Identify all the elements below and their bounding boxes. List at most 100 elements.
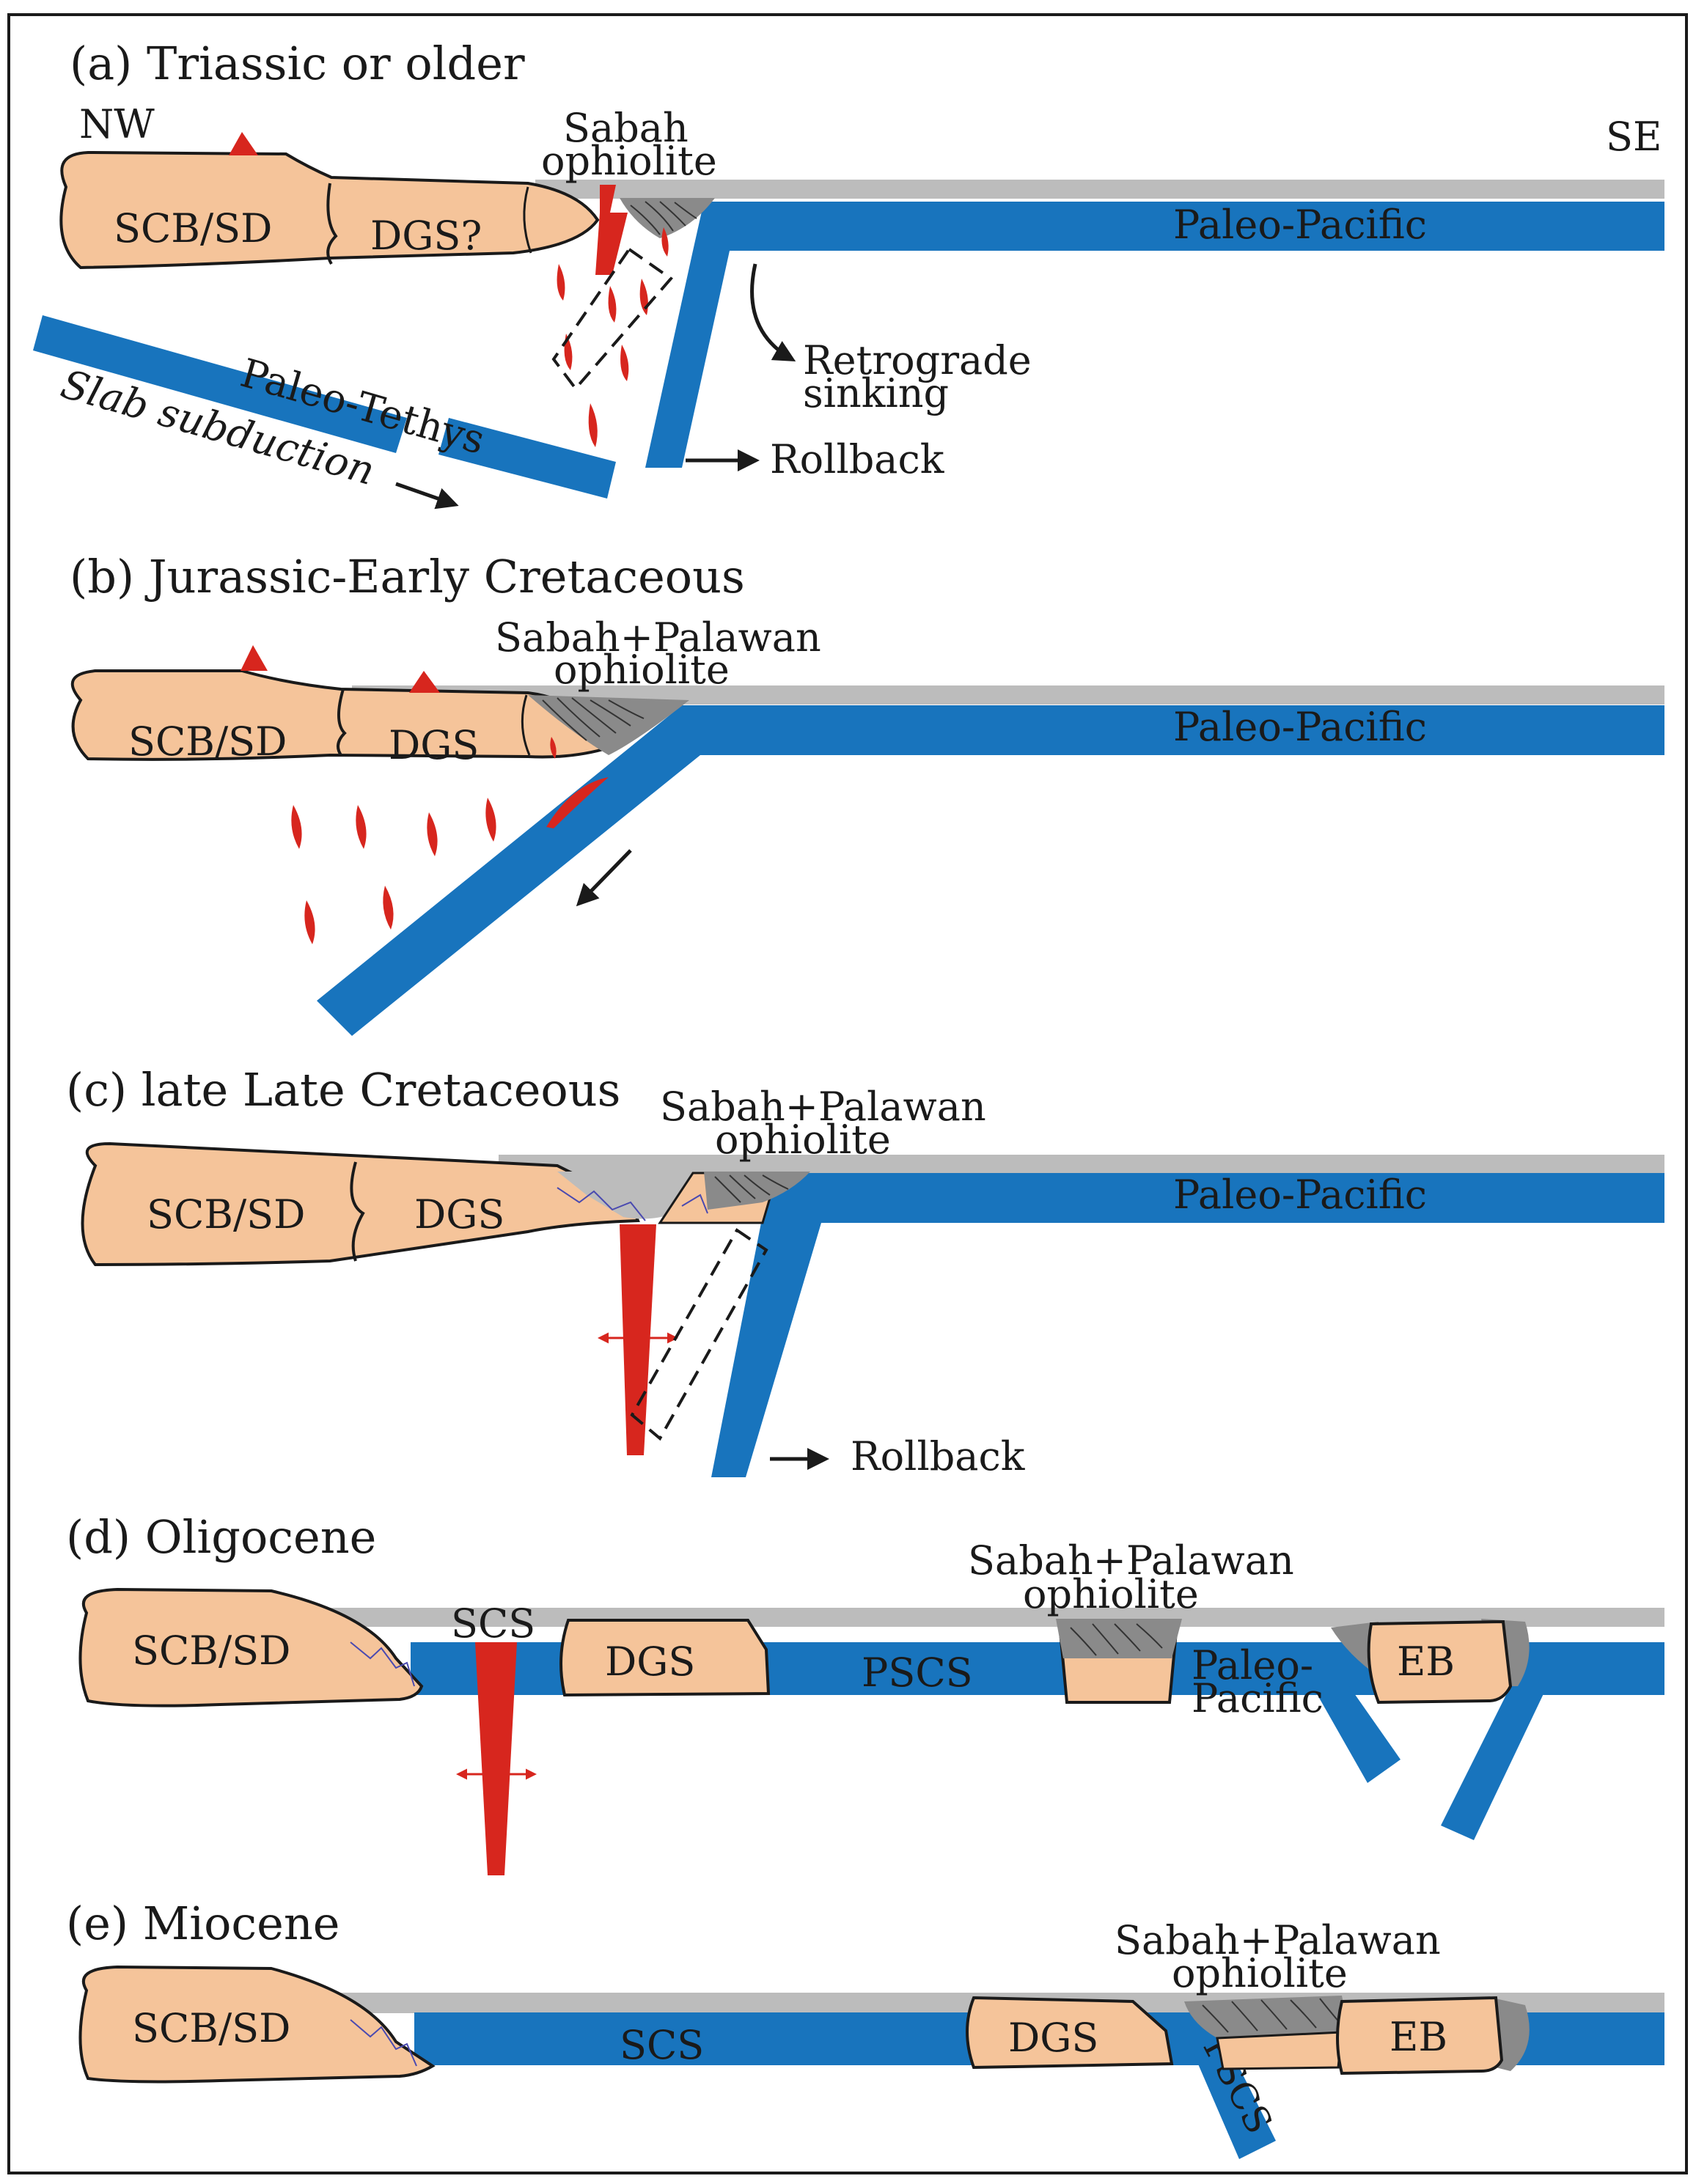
pscs-label: PSCS	[862, 1650, 973, 1696]
magma-conduit	[475, 1642, 517, 1875]
ophiolite-body	[1056, 1619, 1182, 1658]
eb-label: EB	[1397, 1639, 1455, 1685]
paleo-tethys-slab	[33, 315, 407, 453]
magma-drop	[291, 805, 302, 849]
block-label: DGS	[389, 722, 479, 768]
ophiolite-foliation	[1202, 1998, 1341, 2033]
magma-conduit	[595, 185, 628, 275]
paleo-pacific-plate	[711, 1173, 1664, 1477]
magma-body	[546, 777, 609, 828]
ophiolite-body	[620, 198, 715, 238]
direction-nw: NW	[79, 101, 155, 147]
normal-faults	[350, 2019, 417, 2067]
pscs-subducted-slab	[1181, 2023, 1276, 2159]
volcano	[409, 671, 440, 693]
magma-conduit	[620, 1224, 656, 1455]
normal-faults	[557, 1187, 708, 1221]
continent-boundary-east	[521, 694, 531, 756]
paleo-pacific-label-2: Pacific	[1192, 1675, 1324, 1721]
eb-label: EB	[1390, 2014, 1447, 2060]
ophiolite-label-1: Sabah+Palawan	[1115, 1917, 1441, 1963]
block-label: DGS	[605, 1639, 695, 1685]
paleo-pacific-plate	[645, 202, 1664, 468]
panel-e-title: (e) Miocene	[66, 1897, 339, 1950]
scs-label: SCS	[620, 2022, 704, 2068]
paleo-pacific-plate	[317, 705, 1664, 1036]
panel-c: (c) late Late Cretaceous Paleo-Pacific S…	[66, 1063, 1664, 1479]
ophiolite-foliation	[714, 1174, 789, 1203]
continent-boundary-east	[523, 186, 532, 254]
continent-label: SCB/SD	[132, 1628, 290, 1674]
panel-e: (e) Miocene SCS PSCS SCB/SD DGS EB Sabah…	[66, 1897, 1664, 2159]
magma-drop	[383, 886, 394, 930]
volcano	[241, 645, 268, 671]
ophiolite-label-2: ophiolite	[1023, 1571, 1199, 1617]
panel-d-title: (d) Oligocene	[66, 1510, 376, 1564]
retrograde-arrow	[750, 263, 796, 361]
continent-label: SCB/SD	[114, 205, 272, 251]
volcano	[229, 132, 258, 155]
scs-rift-label: SCS	[451, 1600, 535, 1647]
continent-label: SCB/SD	[132, 2005, 290, 2051]
direction-se: SE	[1606, 114, 1662, 160]
panel-b-title: (b) Jurassic-Early Cretaceous	[70, 550, 745, 603]
block-label: DGS	[414, 1191, 504, 1238]
normal-faults	[350, 1641, 415, 1687]
subducting-slab-east	[1441, 1686, 1547, 1840]
panel-d: (d) Oligocene PSCS Paleo- Pacific SCB/SD…	[66, 1510, 1664, 1875]
ophiolite-body	[704, 1172, 810, 1210]
paleo-pacific-label: Paleo-Pacific	[1173, 1172, 1427, 1218]
ophiolite-label-1: Sabah	[563, 105, 689, 151]
ophiolite-label-1: Sabah+Palawan	[495, 614, 821, 661]
former-slab-outline	[551, 247, 673, 391]
continent-label: SCB/SD	[147, 1191, 305, 1238]
ophiolite-block	[1216, 2031, 1343, 2070]
magma-drop	[608, 286, 617, 323]
dgs-block	[559, 1619, 771, 1697]
retrograde-label-1: Retrograde	[803, 337, 1032, 383]
ophiolite-label-1: Sabah+Palawan	[660, 1084, 986, 1130]
rollback-label: Rollback	[851, 1433, 1026, 1479]
ophiolite-label-1: Sabah+Palawan	[968, 1537, 1294, 1584]
eb-block	[1336, 1996, 1504, 2075]
paleo-tethys-slab-lower	[438, 418, 616, 499]
continent-scb-sd	[78, 1587, 424, 1707]
magma-drop	[304, 900, 315, 944]
retrograde-label-2: sinking	[803, 370, 949, 416]
magma-drop	[485, 798, 496, 842]
magma-drop	[427, 812, 438, 856]
subducting-slab-west	[1313, 1686, 1401, 1783]
magma-drop	[356, 805, 367, 849]
block-label: DGS?	[370, 213, 482, 259]
ophiolite-body	[1184, 1996, 1349, 2038]
continent-scb-sd	[78, 1965, 436, 2084]
continent-scb-sd	[70, 669, 611, 761]
subduction-arrow	[576, 849, 632, 907]
magma-drop	[550, 737, 557, 759]
figure-frame	[7, 13, 1688, 2174]
paleo-pacific-label: Paleo-Pacific	[1173, 202, 1427, 248]
ophiolite-foliation	[1070, 1623, 1163, 1656]
ophiolite-label-2: ophiolite	[554, 647, 730, 693]
slab-subduction-arrow	[395, 482, 459, 510]
panel-b: (b) Jurassic-Early Cretaceous Paleo-Paci…	[70, 550, 1664, 1036]
rift-basin	[557, 1172, 704, 1219]
panel-c-title: (c) late Late Cretaceous	[66, 1063, 621, 1117]
block-label: DGS	[1008, 2015, 1098, 2061]
ophiolite-foliation	[542, 697, 645, 741]
ophiolite-foliation	[630, 201, 697, 235]
panel-a: (a) Triassic or older NW SE Paleo-Pacifi…	[33, 37, 1664, 510]
sediment-layer	[535, 180, 1664, 199]
ophiolite-label-2: ophiolite	[541, 138, 717, 184]
ophiolite-label-2: ophiolite	[1172, 1950, 1348, 1996]
ophiolite-body	[528, 695, 689, 755]
continent-scb-sd	[81, 1141, 640, 1267]
ophiolite-label-2: ophiolite	[715, 1117, 891, 1163]
continent-boundary	[350, 1161, 365, 1262]
eb-block	[1367, 1619, 1513, 1705]
magma-drop	[661, 227, 669, 257]
panel-a-title: (a) Triassic or older	[70, 37, 525, 90]
magma-drop	[639, 279, 648, 315]
continent-boundary	[326, 183, 338, 265]
